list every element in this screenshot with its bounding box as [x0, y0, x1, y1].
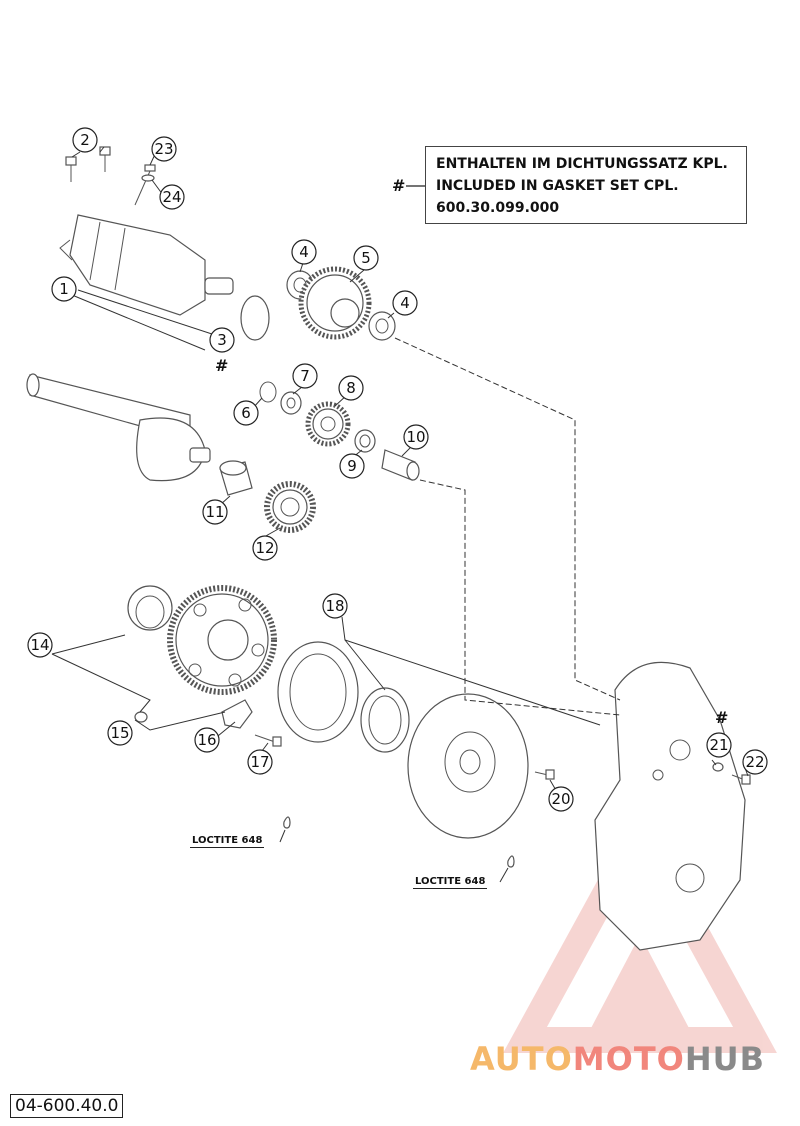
callout-22: 22 [742, 749, 768, 775]
svg-text:5: 5 [361, 249, 371, 267]
callouts: 1 2 3 4 4 5 6 7 8 9 10 11 12 14 15 16 17… [27, 127, 768, 812]
loctite-label: LOCTITE 648 [413, 876, 488, 889]
watermark-text: AUTOMOTOHUB [470, 1040, 765, 1078]
bracket-16 [221, 699, 253, 729]
svg-text:3: 3 [217, 331, 227, 349]
gasket-note-line2: INCLUDED IN GASKET SET CPL. [436, 178, 679, 194]
svg-text:17: 17 [250, 753, 269, 771]
starter-motor [59, 214, 270, 341]
assembly-paths [394, 337, 621, 716]
callout-18: 18 [322, 593, 348, 619]
callout-24: 24 [159, 184, 185, 210]
svg-text:20: 20 [551, 790, 570, 808]
callout-7: 7 [292, 363, 318, 389]
screws-2 [65, 146, 111, 182]
svg-text:11: 11 [205, 503, 224, 521]
screw-15 [134, 711, 148, 723]
gear-8 [305, 401, 351, 447]
screw-17 [254, 734, 282, 747]
svg-text:14: 14 [30, 636, 49, 654]
callout-1: 1 [51, 276, 77, 302]
callout-3: 3 [209, 327, 235, 353]
svg-text:10: 10 [406, 428, 425, 446]
callout-20: 20 [548, 786, 574, 812]
callout-5: 5 [353, 245, 379, 271]
bearing-4-right [368, 311, 396, 341]
svg-text:1: 1 [59, 280, 69, 298]
circlip-6 [259, 381, 277, 403]
callout-8: 8 [338, 375, 364, 401]
terminal-screw [134, 164, 156, 206]
svg-text:6: 6 [241, 404, 251, 422]
svg-text:4: 4 [400, 294, 410, 312]
washer-7 [280, 391, 302, 415]
svg-text:18: 18 [325, 597, 344, 615]
crankshaft [26, 373, 211, 482]
gear-12 [264, 481, 316, 533]
callout-9: 9 [339, 453, 365, 479]
callout-15: 15 [107, 720, 133, 746]
svg-text:21: 21 [709, 736, 728, 754]
diagram-code: 04-600.40.0 [10, 1094, 124, 1118]
callout-11: 11 [202, 499, 228, 525]
gasket-note-symbol: # [392, 176, 406, 195]
bolt-20 [534, 769, 555, 780]
callout-17: 17 [247, 749, 273, 775]
callout-14: 14 [27, 632, 53, 658]
svg-text:2: 2 [80, 131, 90, 149]
callout-4: 4 [291, 239, 317, 265]
freewheel-ring [277, 641, 359, 743]
ignition-cover [594, 661, 746, 951]
callout-21: 21 [706, 732, 732, 758]
svg-text:4: 4 [299, 243, 309, 261]
callout-10: 10 [403, 424, 429, 450]
screw-22 [731, 774, 751, 785]
callout-23: 23 [151, 136, 177, 162]
loctite-drop [507, 855, 515, 868]
intermediate-gear-5 [298, 266, 372, 340]
svg-text:8: 8 [346, 379, 356, 397]
watermark-text-part3: HUB [684, 1040, 766, 1078]
needle-bearing-9 [354, 429, 376, 453]
callout-2: 2 [72, 127, 98, 153]
leader-lines [51, 146, 749, 883]
loctite-label: LOCTITE 648 [190, 835, 265, 848]
watermark-text-part2: MOTO [572, 1040, 685, 1078]
bushing-10 [381, 449, 420, 481]
callout-6: 6 [233, 400, 259, 426]
rotor-flywheel [407, 693, 529, 839]
freewheel-cage [360, 687, 410, 753]
callout-12: 12 [252, 535, 278, 561]
svg-text:12: 12 [255, 539, 274, 557]
svg-text:24: 24 [162, 188, 181, 206]
svg-text:22: 22 [745, 753, 764, 771]
svg-text:23: 23 [154, 140, 173, 158]
callout-4: 4 [392, 290, 418, 316]
svg-text:16: 16 [197, 731, 216, 749]
hash-mark-gasket: # [215, 356, 229, 375]
svg-text:15: 15 [110, 724, 129, 742]
gasket-note: ENTHALTEN IM DICHTUNGSSATZ KPL. INCLUDED… [425, 146, 747, 224]
needle-bearing-14 [127, 585, 173, 631]
starter-gear-large [167, 585, 277, 695]
watermark-text-part1: AUTO [470, 1040, 573, 1078]
svg-text:9: 9 [347, 457, 357, 475]
hash-mark-cover: # [715, 708, 729, 727]
callout-16: 16 [194, 727, 220, 753]
washer-21 [712, 762, 724, 772]
needle-bearing-11 [219, 460, 253, 496]
svg-text:7: 7 [300, 367, 310, 385]
loctite-drop [283, 816, 291, 829]
gasket-note-line3: 600.30.099.000 [436, 200, 560, 216]
gasket-note-line1: ENTHALTEN IM DICHTUNGSSATZ KPL. [436, 156, 728, 172]
